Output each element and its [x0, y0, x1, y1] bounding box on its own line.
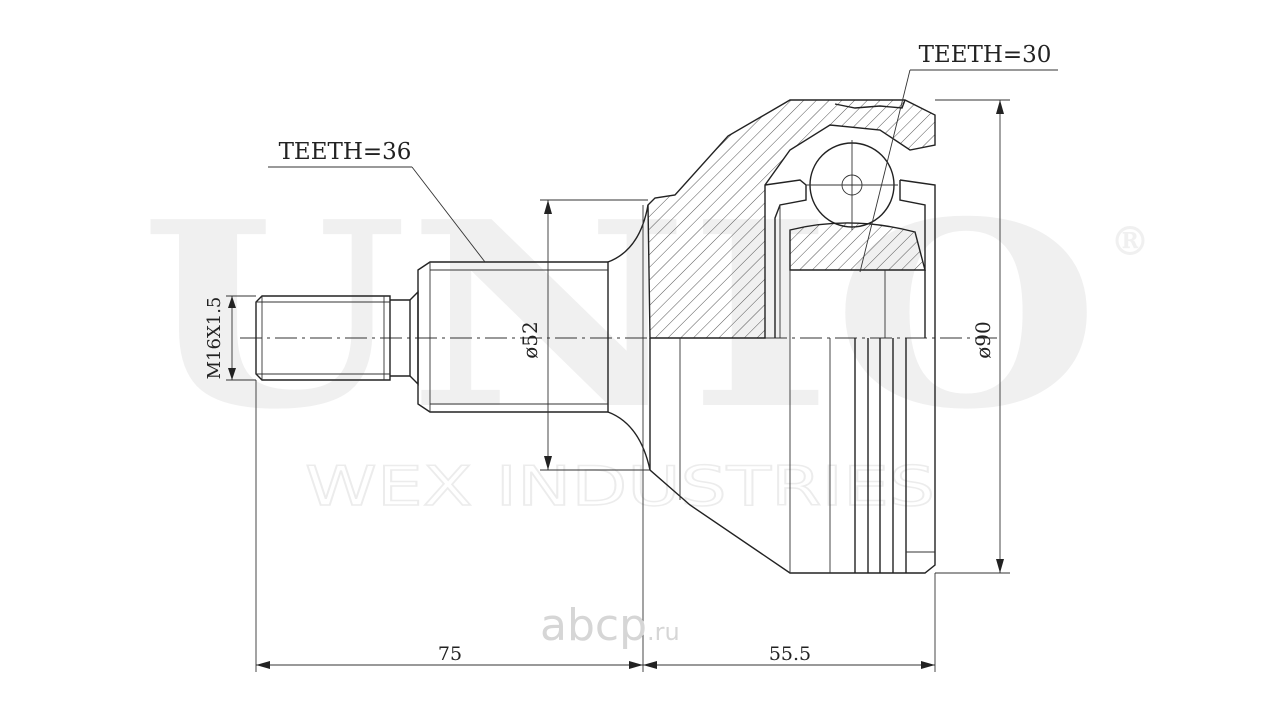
logo-name: abcp: [540, 600, 647, 651]
dim-shaft-diameter: ø52: [518, 321, 542, 359]
inner-race: [764, 140, 936, 338]
watermark-registered-mark: ®: [1110, 218, 1150, 265]
teeth-outer-label: TEETH=30: [919, 42, 1052, 68]
teeth-inner-label: TEETH=36: [279, 139, 412, 165]
watermark: UNIO ® WEX INDUSTRIES: [140, 167, 1150, 519]
dim-body-diameter: ø90: [971, 321, 995, 359]
dim-thread: M16X1.5: [204, 297, 225, 380]
logo-text: abcp.ru: [540, 600, 680, 651]
teeth-callouts: TEETH=36 TEETH=30: [268, 42, 1058, 273]
watermark-subtitle: WEX INDUSTRIES: [305, 455, 935, 518]
dimensions: ø52 ø90 M16X1.5 75 55.5: [204, 99, 1010, 672]
bell-housing-section: [647, 99, 936, 339]
abcp-logo: abcp.ru: [540, 600, 680, 651]
dim-shaft-length: 75: [438, 643, 462, 665]
logo-suffix: .ru: [647, 618, 680, 646]
dim-body-length: 55.5: [769, 643, 811, 665]
shaft-neck: [607, 204, 651, 471]
watermark-brand: UNIO: [140, 167, 1100, 466]
